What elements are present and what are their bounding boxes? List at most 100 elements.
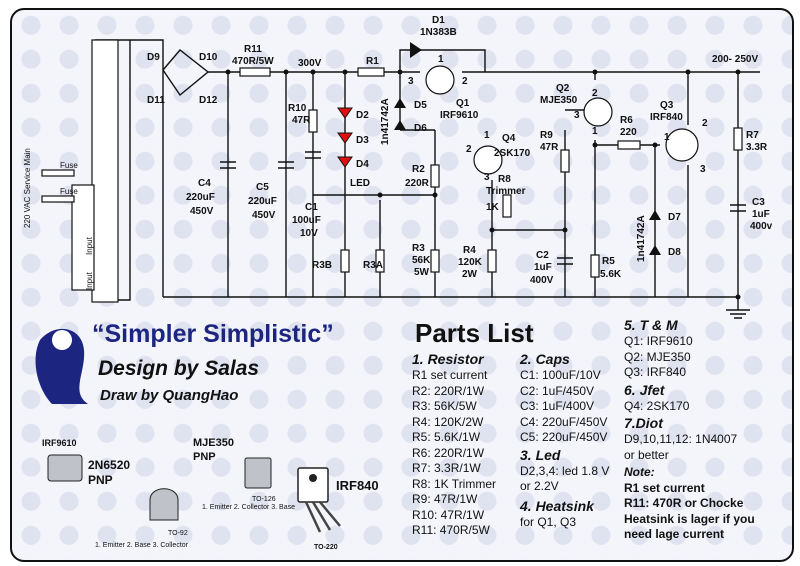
label-q1-pin2: 2 [462,76,468,87]
label-c2-val: 1uF [534,262,552,273]
package-drawings [47,454,341,533]
resistor-item: R7: 3.3R/1W [412,461,481,475]
tm-item: Q3: IRF840 [624,365,687,379]
label-d1-part: 1N383B [420,27,457,38]
note-item: R11: 470R or Chocke [624,496,744,510]
resistor-r3 [430,249,440,273]
label-q4-pin2: 2 [466,144,472,155]
cap-c3 [730,204,746,212]
label-c3-val: 1uF [752,209,770,220]
resistor-item: R2: 220R/1W [412,383,485,398]
resistor-item: R8: 1K Trimmer [412,476,497,491]
resistor-item: R4: 120K/2W [412,414,484,429]
resistors [239,67,743,278]
schematic-sheet [10,8,794,562]
parts-col-caps: 2. Caps C1: 100uF/10V C2: 1uF/450V C3: 1… [520,350,620,530]
caps-item: C3: 1uF/400V [520,399,595,413]
label-r7-val: 3.3R [746,142,768,153]
pkg-to220-body [297,467,329,503]
label-c4: C4 [198,178,211,189]
diot-item: D9,10,11,12: 1N4007 [624,432,738,446]
mosfet-q1 [425,65,455,95]
cap-c4 [220,161,236,169]
label-c4-val: 220uF [186,192,215,203]
resistor-item: R3: 56K/5W [412,399,477,413]
package-irf9610-label: IRF9610 [42,438,77,448]
label-d5: D5 [414,100,427,111]
diot-item: or better [624,447,669,462]
label-r5-val: 5.6K [600,269,622,280]
resistor-r3b [340,249,350,273]
resistor-r5 [590,254,600,278]
label-q4-pin3: 3 [484,172,490,183]
tm-heading: 5. T & M [624,317,678,333]
trimmer-r8 [502,194,512,218]
bjt-q2 [583,97,613,127]
caps-heading: 2. Caps [520,351,570,367]
capacitors [220,151,746,265]
parts-col-resistor: 1. Resistor R1 set current R2: 220R/1W R… [412,350,518,539]
tm-item: Q2: MJE350 [624,349,691,364]
resistor-r10 [308,109,318,133]
cap-c1 [305,151,321,159]
label-r11-val: 470R/5W [232,56,274,67]
resistor-r7 [733,127,743,151]
cap-c2 [557,257,573,265]
fuse-1 [41,169,75,177]
package-to220-label: TO-220 [314,544,338,551]
label-r8-val: 1K [486,202,500,213]
resistor-r9 [560,149,570,173]
resistor-item: R6: 220R/1W [412,445,485,460]
label-input-1: Input [85,271,94,290]
label-r9-val: 47R [540,142,559,153]
resistor-r6 [617,140,641,150]
resistor-r3a [375,249,385,273]
label-zener-left: 1n41742A [380,98,391,145]
resistor-r4 [487,249,497,273]
package-to92-label: TO-92 [168,530,188,537]
label-r4-val: 120K [458,257,483,268]
label-r11: R11 [244,44,262,55]
label-d2: D2 [356,110,369,121]
package-to126-label: TO-126 [252,496,276,503]
resistor-item: R10: 47R/1W [412,507,485,522]
label-q4-part: 2SK170 [494,148,531,159]
note-item: need lage current [624,527,725,541]
tm-item: Q1: IRF9610 [624,334,693,348]
package-to126-pins: 1. Emitter 2. Collector 3. Base [202,504,295,511]
label-q2: Q2 [556,83,570,94]
transistors [425,65,699,175]
label-q2-part: MJE350 [540,95,578,106]
label-q3-part: IRF840 [650,112,683,123]
label-q3-pin1: 1 [664,132,670,143]
note-item: R1 set current [624,480,705,495]
resistor-heading: 1. Resistor [412,351,484,367]
label-d6: D6 [414,123,427,134]
label-fuse-2: Fuse [60,187,78,196]
label-r8-name: Trimmer [486,186,526,197]
label-q1: Q1 [456,98,470,109]
led-item: D2,3,4: led 1.8 V [520,463,610,478]
transformer [91,39,119,303]
pkg-to126-body [244,457,272,489]
label-r8: R8 [498,174,511,185]
caps-item: C5: 220uF/450V [520,430,608,444]
pkg-to92-body [149,488,179,521]
label-c3: C3 [752,197,765,208]
label-d8: D8 [668,247,681,258]
resistor-item: R9: 47R/1W [412,492,478,506]
fuse-2 [41,195,75,203]
label-input-2: Input [85,236,94,255]
jfet-q4 [473,145,503,175]
label-r7: R7 [746,130,759,141]
resistor-item: R5: 5.6K/1W [412,430,481,444]
label-c4-v: 450V [190,206,214,217]
schematic-labels: D1 1N383B D9 D10 D11 D12 R11 470R/5W 300… [23,15,773,290]
label-c5-val: 220uF [248,196,277,207]
label-d7: D7 [668,212,681,223]
diot-heading: 7.Diot [624,415,663,431]
pkg-irf9610-body [47,454,83,482]
label-c2: C2 [536,250,549,261]
package-mje350-label: MJE350 [193,437,234,449]
